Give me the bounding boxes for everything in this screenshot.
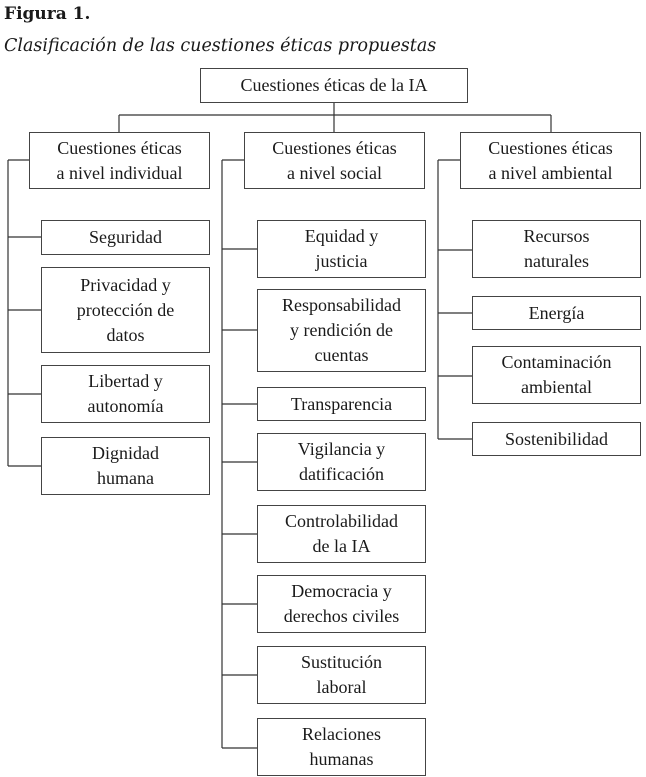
item-equidad: Equidad y justicia bbox=[257, 220, 426, 278]
item-privacidad: Privacidad y protección de datos bbox=[41, 267, 210, 353]
item-contaminacion: Contaminación ambiental bbox=[472, 346, 641, 404]
category-social: Cuestiones éticas a nivel social bbox=[244, 132, 425, 189]
item-seguridad: Seguridad bbox=[41, 220, 210, 255]
root-box: Cuestiones éticas de la IA bbox=[200, 68, 468, 103]
item-transparencia: Transparencia bbox=[257, 387, 426, 421]
item-democracia: Democracia y derechos civiles bbox=[257, 575, 426, 633]
item-sostenibilidad: Sostenibilidad bbox=[472, 422, 641, 456]
item-vigilancia: Vigilancia y datificación bbox=[257, 433, 426, 491]
item-libertad: Libertad y autonomía bbox=[41, 365, 210, 423]
figure-label: Figura 1. bbox=[4, 4, 91, 24]
item-dignidad: Dignidad humana bbox=[41, 437, 210, 495]
item-relaciones: Relaciones humanas bbox=[257, 718, 426, 776]
item-energia: Energía bbox=[472, 296, 641, 330]
item-controlabilidad: Controlabilidad de la IA bbox=[257, 505, 426, 563]
category-individual: Cuestiones éticas a nivel individual bbox=[29, 132, 210, 189]
item-sustitucion: Sustitución laboral bbox=[257, 646, 426, 704]
item-responsabilidad: Responsabilidad y rendición de cuentas bbox=[257, 289, 426, 372]
category-ambiental: Cuestiones éticas a nivel ambiental bbox=[460, 132, 641, 189]
figure-caption: Clasificación de las cuestiones éticas p… bbox=[4, 36, 437, 56]
item-recursos: Recursos naturales bbox=[472, 220, 641, 278]
